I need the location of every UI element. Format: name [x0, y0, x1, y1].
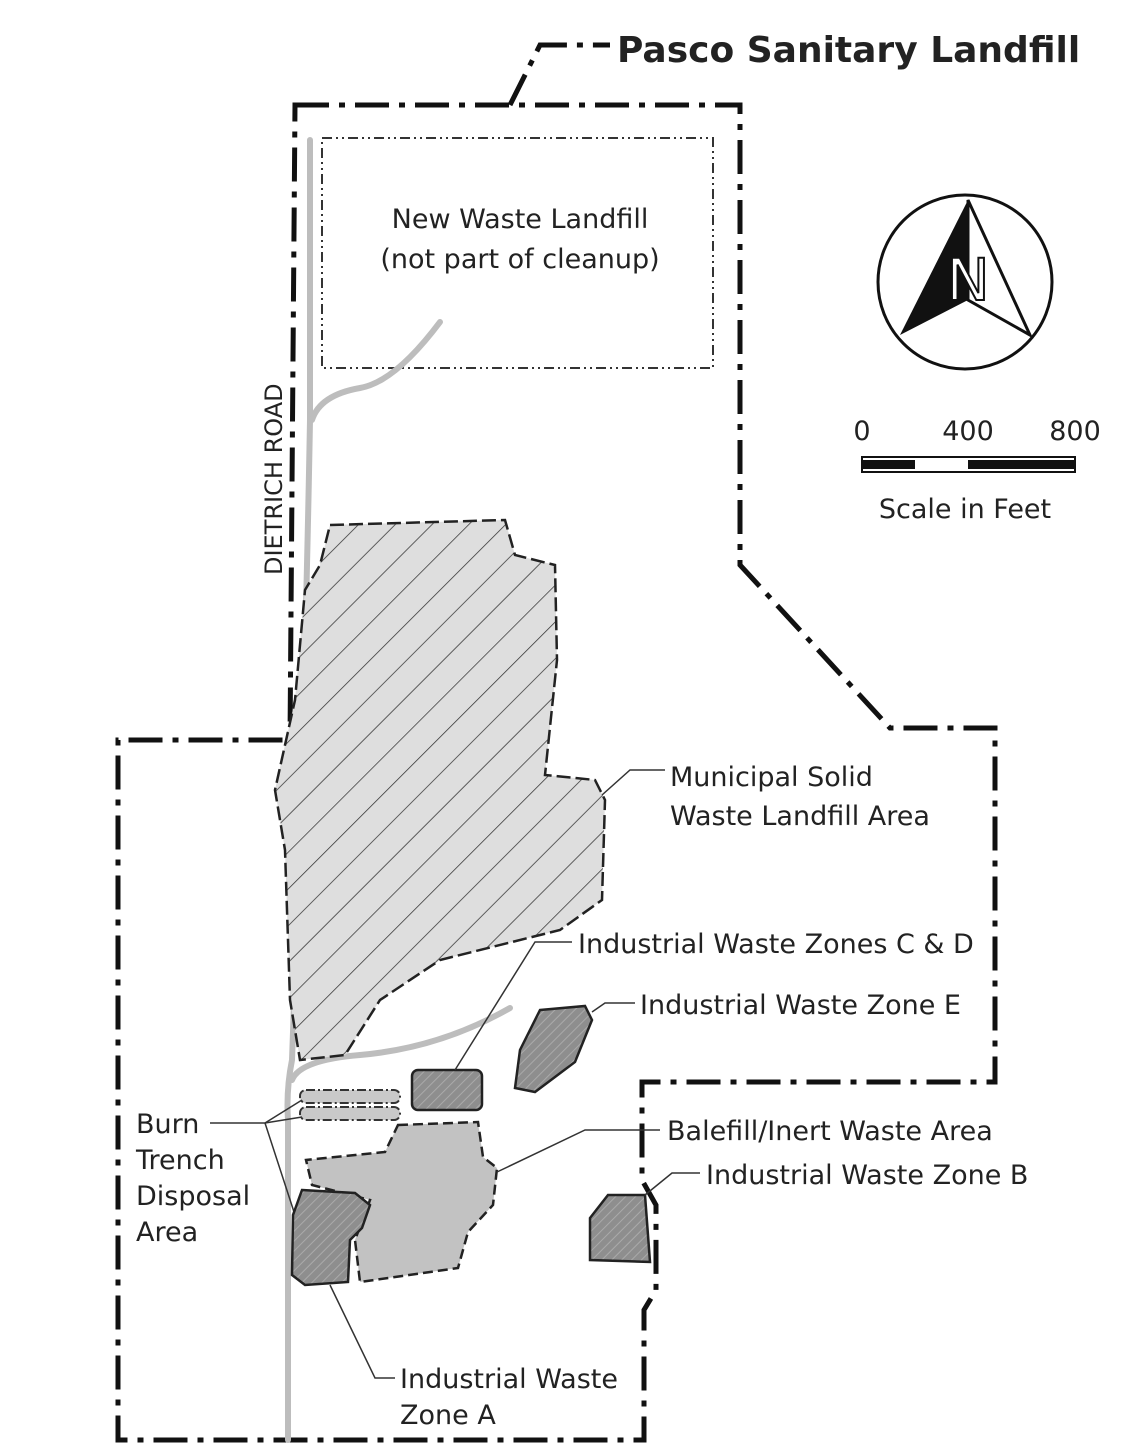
north-arrow-compass: N: [876, 193, 1054, 371]
zone-e-leader: [591, 1002, 635, 1013]
new-waste-label: New Waste Landfill: [392, 204, 649, 235]
zone-a-label: Industrial Waste: [400, 1364, 618, 1395]
burn-label-1: Burn: [136, 1109, 199, 1140]
burn-label-3: Disposal: [136, 1181, 250, 1212]
balefill-label: Balefill/Inert Waste Area: [667, 1116, 993, 1147]
burn-label-2: Trench: [135, 1145, 225, 1176]
industrial-waste-zone-a: [290, 1188, 372, 1287]
new-waste-sublabel: (not part of cleanup): [380, 244, 659, 275]
road-branch-south: [289, 1005, 513, 1083]
burn-leader-2: [264, 1116, 303, 1124]
road-branch-north: [309, 319, 443, 423]
zone-b-label: Industrial Waste Zone B: [706, 1160, 1028, 1191]
msw-leader: [601, 769, 665, 796]
burn-label-4: Area: [136, 1217, 198, 1248]
scale-bar: 0 400 800 Scale in Feet: [853, 416, 1100, 525]
map-title: Pasco Sanitary Landfill: [617, 30, 1080, 71]
zones-cd-label: Industrial Waste Zones C & D: [578, 929, 974, 960]
new-waste-landfill-area: [321, 137, 714, 369]
balefill-leader: [496, 1129, 660, 1173]
msw-sublabel: Waste Landfill Area: [670, 801, 930, 832]
north-arrow-icon: [900, 200, 968, 335]
msw-label: Municipal Solid: [670, 762, 873, 793]
title-leader: [507, 42, 610, 107]
zone-b-leader: [644, 1172, 700, 1196]
industrial-waste-zones-c-d: [410, 1068, 484, 1112]
scale-tick-800: 800: [1049, 416, 1101, 447]
industrial-waste-zone-b: [588, 1193, 652, 1264]
zone-e-label: Industrial Waste Zone E: [640, 990, 961, 1021]
scale-tick-400: 400: [942, 416, 994, 447]
industrial-waste-zone-e: [513, 1004, 594, 1094]
burn-trench-1: [299, 1089, 401, 1104]
road-label: DIETRICH ROAD: [260, 383, 288, 575]
compass-letter: N: [946, 246, 989, 314]
balefill-inert-waste-area: [304, 1120, 499, 1284]
burn-trench-2: [299, 1106, 401, 1121]
municipal-solid-waste-area: [273, 518, 607, 1062]
burn-leader-3: [264, 1122, 296, 1216]
zone-a-sublabel: Zone A: [400, 1400, 496, 1431]
zone-a-leader: [329, 1284, 395, 1379]
scale-tick-0: 0: [853, 416, 870, 447]
zones-cd-leader: [454, 941, 572, 1071]
scale-caption: Scale in Feet: [879, 494, 1051, 525]
